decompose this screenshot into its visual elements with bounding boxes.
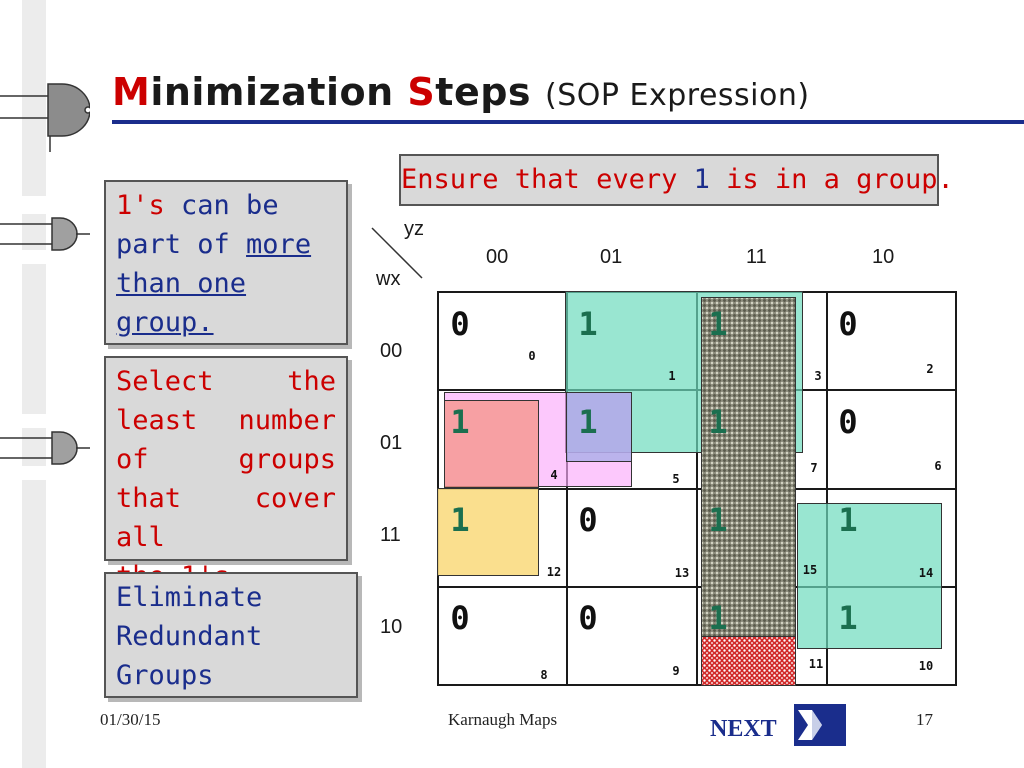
title-initial-m: M xyxy=(112,70,151,114)
row-header: 01 xyxy=(380,432,403,454)
axis-divider-line xyxy=(371,227,423,279)
title-underline xyxy=(112,120,1024,124)
title-word-1: inimization xyxy=(150,70,408,114)
cell-value: 1 xyxy=(450,501,470,539)
title-word-2: teps xyxy=(435,70,532,114)
cell-index: 13 xyxy=(674,566,690,580)
cell-value: 0 xyxy=(450,305,470,343)
col-header: 00 xyxy=(486,246,509,268)
tip2-line4: that cover all xyxy=(116,483,336,553)
group-dotted xyxy=(701,297,796,637)
cell-value: 1 xyxy=(838,501,858,539)
cell-index: 14 xyxy=(918,566,934,580)
footer-page-number: 17 xyxy=(916,710,933,729)
logic-gate-decoration xyxy=(0,0,90,768)
arrow-right-icon xyxy=(798,710,822,740)
cell-value: 1 xyxy=(708,599,728,637)
tip3-line3: Groups xyxy=(116,660,214,691)
tip1-line1: 1's can be xyxy=(116,190,279,221)
cell-value: 0 xyxy=(838,305,858,343)
cell-index: 0 xyxy=(528,349,536,363)
next-link[interactable]: NEXT xyxy=(710,716,777,742)
and-gate-icon-3 xyxy=(0,431,90,465)
footer-topic: Karnaugh Maps xyxy=(448,710,558,729)
cell-index: 9 xyxy=(672,664,680,678)
tip-box-least-groups: Select the least number of groups that c… xyxy=(104,356,348,592)
cell-value: 0 xyxy=(450,599,470,637)
cell-value: 1 xyxy=(708,501,728,539)
tip-box-redundant: Eliminate Redundant Groups xyxy=(104,572,358,698)
cell-index: 15 xyxy=(802,563,818,577)
col-header: 11 xyxy=(746,246,767,268)
footer-date: 01/30/15 xyxy=(100,710,161,729)
grid-line xyxy=(437,586,957,588)
cell-index: 5 xyxy=(672,472,680,486)
cell-value: 1 xyxy=(450,403,470,441)
cell-value: 0 xyxy=(578,501,598,539)
row-header: 00 xyxy=(380,340,403,362)
col-header: 10 xyxy=(872,246,895,268)
row-header: 10 xyxy=(380,616,403,638)
col-header: 01 xyxy=(600,246,623,268)
page-title: Minimization Steps (SOP Expression) xyxy=(112,70,810,114)
tip1-line2: part of more xyxy=(116,229,312,260)
cell-index: 10 xyxy=(918,659,934,673)
tip2-line2: least number xyxy=(116,405,336,436)
cell-index: 1 xyxy=(668,369,676,383)
tip2-line1: Select the xyxy=(116,366,336,397)
yz-label: yz xyxy=(404,218,424,240)
cell-value: 1 xyxy=(708,305,728,343)
next-button[interactable] xyxy=(794,704,846,746)
group-teal-2 xyxy=(797,503,942,649)
cell-index: 6 xyxy=(934,459,942,473)
cell-index: 7 xyxy=(810,461,818,475)
cell-index: 3 xyxy=(814,369,822,383)
grid-line xyxy=(437,488,957,490)
and-gate-icon xyxy=(0,83,90,152)
tip-box-overlap: 1's can be part of more than one group. xyxy=(104,180,348,345)
cell-value: 1 xyxy=(838,599,858,637)
cell-value: 0 xyxy=(838,403,858,441)
tip3-line2: Redundant xyxy=(116,621,263,652)
and-gate-icon-2 xyxy=(0,217,90,251)
cell-value: 1 xyxy=(708,403,728,441)
instruction-banner: Ensure that every 1 is in a group. xyxy=(399,154,954,206)
cell-value: 0 xyxy=(578,599,598,637)
group-overlap xyxy=(566,392,632,462)
cell-index: 2 xyxy=(926,362,934,376)
cell-index: 12 xyxy=(546,565,562,579)
cell-index: 8 xyxy=(540,668,548,682)
tip1-line4: group. xyxy=(116,307,214,338)
cell-index: 4 xyxy=(550,468,558,482)
title-subtitle: (SOP Expression) xyxy=(545,78,810,113)
cell-index: 11 xyxy=(808,657,824,671)
row-header: 11 xyxy=(380,524,401,546)
wx-label: wx xyxy=(376,268,401,290)
group-yellow xyxy=(437,488,539,576)
cell-value: 1 xyxy=(578,305,598,343)
group-salmon xyxy=(444,400,539,488)
title-initial-s: S xyxy=(407,70,436,114)
tip2-line3: of groups xyxy=(116,444,336,475)
tip3-line1: Eliminate xyxy=(116,582,263,613)
cell-value: 1 xyxy=(578,403,598,441)
tip1-line3: than one xyxy=(116,268,247,299)
